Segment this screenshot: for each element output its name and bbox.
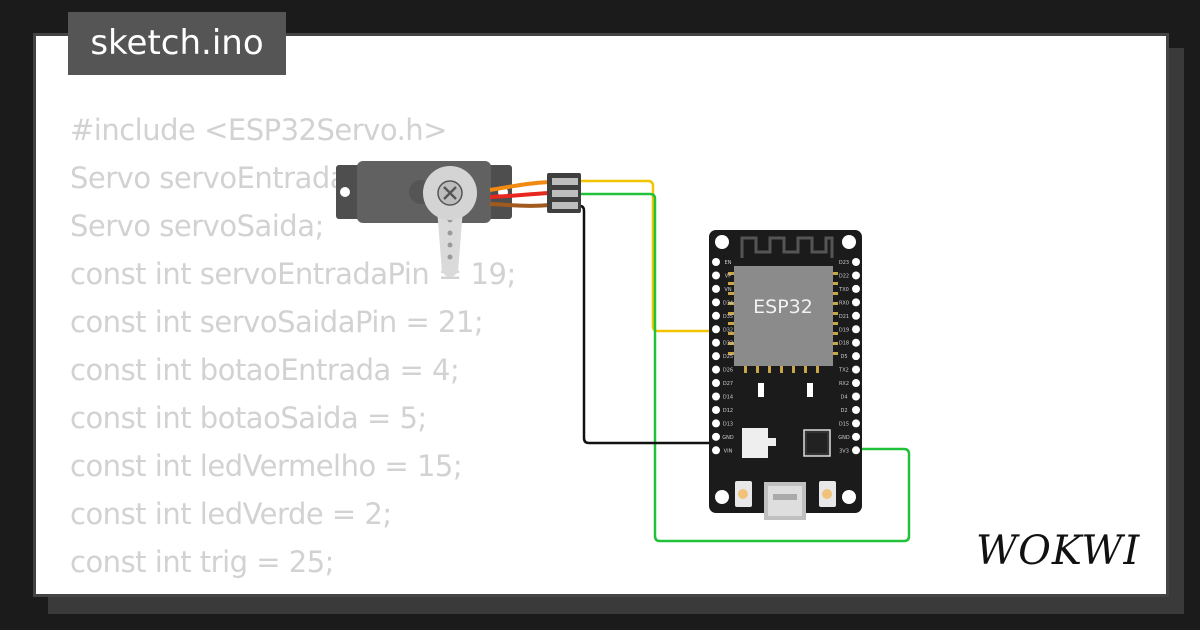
right-header-pin[interactable] xyxy=(852,405,860,414)
right-header-pin-label: D15 xyxy=(839,421,849,427)
left-header-pin[interactable] xyxy=(712,284,720,293)
left-header-pin-label: VP xyxy=(725,273,731,279)
right-header-pin-label: TX2 xyxy=(838,368,849,374)
wokwi-logo-text: WOKWI xyxy=(976,528,1140,574)
left-header-pin[interactable] xyxy=(712,365,720,374)
left-header-pin[interactable] xyxy=(712,298,720,307)
left-header-pin-label: D34 xyxy=(723,300,733,306)
left-header-pin-label: D35 xyxy=(723,314,733,320)
left-header-pin[interactable] xyxy=(712,258,720,266)
right-header-pin-label: 3V3 xyxy=(839,448,849,454)
right-header-pin[interactable] xyxy=(852,258,860,266)
left-header-pin-label: D33 xyxy=(723,341,733,347)
left-header-pin[interactable] xyxy=(712,379,720,388)
code-line: const int servoEntradaPin = 19; xyxy=(70,257,516,291)
right-header-pin-label: D18 xyxy=(839,341,849,347)
right-header-pin[interactable] xyxy=(852,365,860,374)
right-header-pin[interactable] xyxy=(852,338,860,347)
right-header-pin-label: GND xyxy=(838,435,850,441)
code-listing: #include <ESP32Servo.h> Servo servoEntra… xyxy=(70,106,516,594)
right-header-pin-label: TX0 xyxy=(838,287,849,293)
right-header-pin-label: D21 xyxy=(839,314,849,320)
left-header-pin[interactable] xyxy=(712,446,720,455)
left-header-pin[interactable] xyxy=(712,432,720,441)
code-line: const int botaoEntrada = 4; xyxy=(70,353,460,387)
right-header-pin[interactable] xyxy=(852,271,860,280)
code-line: Servo servoSaida; xyxy=(70,209,324,243)
esp32-module xyxy=(734,266,833,366)
wire-green[interactable] xyxy=(578,192,911,543)
antenna-trace xyxy=(740,236,834,258)
servo-motor[interactable] xyxy=(336,161,581,277)
right-header-pin-label: D23 xyxy=(839,260,849,266)
right-header-pin[interactable] xyxy=(852,284,860,293)
right-header-pin[interactable] xyxy=(852,419,860,428)
code-line: const int ledVerde = 2; xyxy=(70,497,392,531)
right-header-pin[interactable] xyxy=(852,311,860,320)
left-header-pin-label: VN xyxy=(724,287,731,293)
code-line: const int ledVermelho = 15; xyxy=(70,449,463,483)
left-header-pin[interactable] xyxy=(712,271,720,280)
left-header-pin[interactable] xyxy=(712,392,720,401)
chip-label: ESP32 xyxy=(753,296,813,318)
left-header-pin[interactable] xyxy=(712,338,720,347)
right-header-pin-label: D4 xyxy=(840,395,847,401)
left-header-pin-label: D25 xyxy=(723,354,733,360)
left-header-pin-label: D26 xyxy=(723,368,733,374)
file-tab[interactable]: sketch.ino xyxy=(68,12,286,75)
left-header-pin[interactable] xyxy=(712,352,720,361)
right-header-pin-label: RX0 xyxy=(839,300,849,306)
left-header-pin[interactable] xyxy=(712,325,720,334)
left-header-pin-label: D32 xyxy=(723,327,733,333)
wire-yellow[interactable] xyxy=(578,179,720,333)
right-header-pin-label: RX2 xyxy=(839,381,849,387)
servo-wire-red xyxy=(489,191,551,199)
left-header-pin-label: D12 xyxy=(723,408,733,414)
left-header-pin-label: D13 xyxy=(723,421,733,427)
right-header-pin[interactable] xyxy=(852,325,860,334)
left-header-pin-label: GND xyxy=(722,435,734,441)
preview-card: #include <ESP32Servo.h> Servo servoEntra… xyxy=(33,33,1169,597)
servo-wire-brown xyxy=(489,202,551,208)
left-header-pin[interactable] xyxy=(712,311,720,320)
code-line: const int trig = 25; xyxy=(70,545,334,579)
code-line: #include <ESP32Servo.h> xyxy=(70,113,447,147)
wokwi-logo: WOKWI xyxy=(976,528,1140,574)
servo-wire-orange xyxy=(489,180,551,192)
code-line: const int echo = 18; xyxy=(70,586,516,594)
right-header-pin-label: D19 xyxy=(839,327,849,333)
right-header-pin[interactable] xyxy=(852,379,860,388)
esp32-board[interactable]: ESP32 ENVPVND34D35D32D33D25D26D27D14D12D… xyxy=(709,230,862,520)
left-header-pin-label: D27 xyxy=(723,381,733,387)
code-line: const int botaoSaida = 5; xyxy=(70,401,427,435)
right-header-pin[interactable] xyxy=(852,392,860,401)
right-header-pin-label: D22 xyxy=(839,273,849,279)
right-header-pin-label: D5 xyxy=(840,354,847,360)
wire-black[interactable] xyxy=(578,204,720,445)
code-line: Servo servoEntrada; xyxy=(70,161,357,195)
wires xyxy=(578,179,911,543)
left-header-pin-label: EN xyxy=(725,260,732,266)
chip-pins xyxy=(728,272,838,373)
left-header-pin[interactable] xyxy=(712,405,720,414)
regulator xyxy=(742,428,768,458)
code-line: const int servoSaidaPin = 21; xyxy=(70,305,484,339)
right-header-pin[interactable] xyxy=(852,298,860,307)
right-header-pin[interactable] xyxy=(852,446,860,455)
left-header-pin-label: D14 xyxy=(723,395,733,401)
right-header-pin-label: D2 xyxy=(840,408,847,414)
left-header-pin-label: VIN xyxy=(724,448,733,454)
left-header-pin[interactable] xyxy=(712,419,720,428)
right-header-pin[interactable] xyxy=(852,352,860,361)
right-header-pin[interactable] xyxy=(852,432,860,441)
